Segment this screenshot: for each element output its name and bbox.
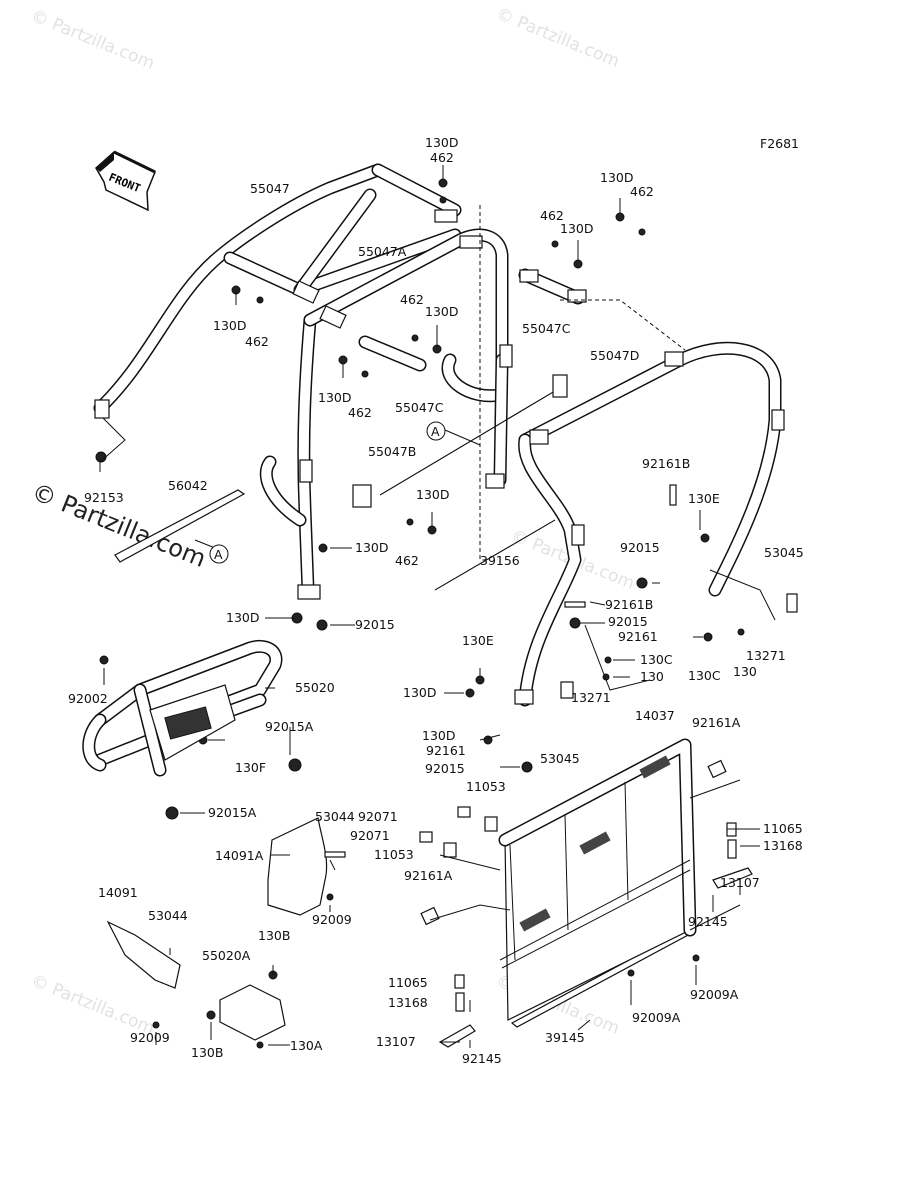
cover-14091 <box>106 920 181 989</box>
watermark: © Partzilla.com <box>493 4 622 72</box>
part-label: 92009 <box>312 912 352 927</box>
part-label: 11053 <box>374 847 414 862</box>
fasteners <box>95 178 745 1049</box>
part-label: 92161B <box>605 597 653 612</box>
cover-14091A <box>267 817 328 916</box>
part-label: 55047C <box>522 321 571 336</box>
part-label: 130D <box>318 390 351 405</box>
part-label: 55020A <box>202 948 251 963</box>
part-label: 55047 <box>250 181 290 196</box>
brackets <box>94 209 785 705</box>
part-label: 11065 <box>388 975 428 990</box>
diagram-code: F2681 <box>760 136 799 151</box>
part-labels: 130D 462 130D 462 462 130D 55047 55047A … <box>68 135 804 1066</box>
ref-marker-a: A <box>426 421 446 441</box>
part-label: 130C <box>640 652 673 667</box>
leader-lines <box>99 165 776 1048</box>
watermark: © Partzilla.com <box>28 971 157 1039</box>
part-label: 13168 <box>388 995 428 1010</box>
part-label: 92015 <box>355 617 395 632</box>
part-label: 130D <box>403 685 436 700</box>
part-label: 55047A <box>358 244 407 259</box>
part-label: 92002 <box>68 691 108 706</box>
part-label: 130D <box>422 728 455 743</box>
front-arrow-icon: FRONT <box>95 150 156 212</box>
part-label: 92145 <box>688 914 728 929</box>
part-label: 92161A <box>404 868 453 883</box>
part-label: 462 <box>348 405 372 420</box>
part-label: 130D <box>226 610 259 625</box>
part-label: 130D <box>416 487 449 502</box>
part-label: 130D <box>560 221 593 236</box>
ref-marker-a: A <box>209 544 229 564</box>
part-label: 92161 <box>618 629 658 644</box>
part-label: 39156 <box>480 553 520 568</box>
decal-56042 <box>114 489 246 563</box>
part-label: 462 <box>245 334 269 349</box>
part-label: 92161A <box>692 715 741 730</box>
part-label: 130E <box>688 491 720 506</box>
part-label: 92071 <box>358 809 398 824</box>
part-label: 53044 <box>148 908 188 923</box>
svg-text:A: A <box>214 547 223 562</box>
part-label: 92015A <box>265 719 314 734</box>
part-label: 55047B <box>368 444 416 459</box>
part-label: 130D <box>213 318 246 333</box>
part-label: 92015 <box>425 761 465 776</box>
part-label: 53044 <box>315 809 355 824</box>
svg-text:A: A <box>431 424 440 439</box>
part-label: 462 <box>540 208 564 223</box>
part-label: 13107 <box>720 875 760 890</box>
part-label: 462 <box>430 150 454 165</box>
part-label: 14091A <box>215 848 264 863</box>
part-label: 55020 <box>295 680 335 695</box>
tailgate <box>498 738 697 1021</box>
part-label: 462 <box>395 553 419 568</box>
part-label: 130D <box>425 304 458 319</box>
part-label: 130 <box>733 664 757 679</box>
part-label: 92009 <box>130 1030 170 1045</box>
part-label: 92009A <box>690 987 739 1002</box>
part-label: 130F <box>235 760 266 775</box>
part-label: 13168 <box>763 838 803 853</box>
part-label: 56042 <box>168 478 208 493</box>
part-label: 39145 <box>545 1030 585 1045</box>
part-label: 130D <box>355 540 388 555</box>
part-label: 92145 <box>462 1051 502 1066</box>
part-label: 92015A <box>208 805 257 820</box>
part-label: 92015 <box>608 614 648 629</box>
part-label: 92161 <box>426 743 466 758</box>
part-label: 53045 <box>540 751 580 766</box>
part-label: 92015 <box>620 540 660 555</box>
part-label: 92161B <box>642 456 690 471</box>
part-label: 462 <box>630 184 654 199</box>
part-label: 11065 <box>763 821 803 836</box>
part-label: 92153 <box>84 490 124 505</box>
part-label: 13271 <box>746 648 786 663</box>
part-label: 130D <box>425 135 458 150</box>
part-label: 11053 <box>466 779 506 794</box>
part-label: 13271 <box>571 690 611 705</box>
part-label: 462 <box>400 292 424 307</box>
front-bumper <box>82 639 283 777</box>
part-label: 14037 <box>635 708 675 723</box>
part-label: 130 <box>640 669 664 684</box>
part-label: 130D <box>600 170 633 185</box>
part-label: 53045 <box>764 545 804 560</box>
part-label: 130E <box>462 633 494 648</box>
part-label: 130C <box>688 668 721 683</box>
part-label: 14091 <box>98 885 138 900</box>
part-label: 92071 <box>350 828 390 843</box>
part-label: 55047C <box>395 400 444 415</box>
part-label: 13107 <box>376 1034 416 1049</box>
part-label: 92009A <box>632 1010 681 1025</box>
part-label: 130A <box>290 1038 323 1053</box>
part-label: 55047D <box>590 348 639 363</box>
plate-55020A <box>219 984 286 1041</box>
part-label: 130B <box>191 1045 223 1060</box>
watermark: © Partzilla.com <box>28 6 157 74</box>
part-label: 130B <box>258 928 290 943</box>
